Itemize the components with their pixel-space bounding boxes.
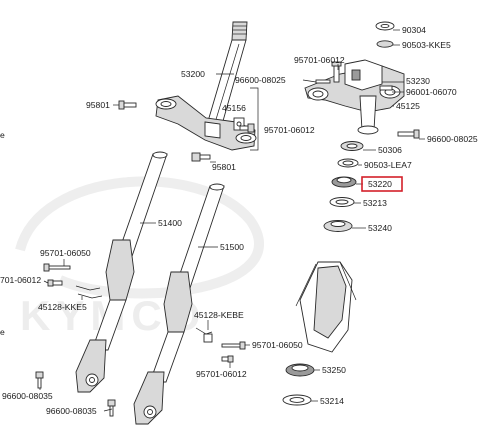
label-96600-08025-right: 96600-08025 xyxy=(427,134,478,144)
race-53213 xyxy=(329,197,355,207)
label-45128-kebe: 45128-KEBE xyxy=(194,310,244,320)
race-53214 xyxy=(282,394,312,406)
label-53250: 53250 xyxy=(322,365,346,375)
edge-fragment-bottom: e xyxy=(0,327,5,337)
fork-leg-51500 xyxy=(133,183,225,425)
label-53200: 53200 xyxy=(181,69,205,79)
clip-45128-kebe xyxy=(195,327,213,343)
leader-lines xyxy=(39,29,425,412)
label-45128-kke5: 45128-KKE5 xyxy=(38,302,87,312)
nut-50306 xyxy=(340,141,364,151)
bolt-95801-top xyxy=(118,100,137,110)
race-53240 xyxy=(323,220,353,232)
label-95701-06012-bottom: 95701-06012 xyxy=(196,369,247,379)
bolt-95701-06050-left xyxy=(43,263,71,272)
washer-90304 xyxy=(375,21,395,31)
bolt-96600-08035-b xyxy=(107,399,116,417)
label-53214: 53214 xyxy=(320,396,344,406)
label-53240: 53240 xyxy=(368,223,392,233)
label-45125: 45125 xyxy=(396,101,420,111)
washer-90503-kke5 xyxy=(376,40,394,48)
label-96600-08035-b: 96600-08035 xyxy=(46,406,97,416)
part-labels: 90304 90503-KKE5 95701-06012 53200 96600… xyxy=(0,25,478,416)
steering-stem-53200 xyxy=(155,21,257,151)
label-51500: 51500 xyxy=(220,242,244,252)
bolt-96600-08025-top xyxy=(315,79,331,84)
label-95801-top: 95801 xyxy=(86,100,110,110)
bolt-95701-06050-right xyxy=(221,341,246,350)
bolt-95801-mid xyxy=(191,152,211,162)
label-95701-06012-top: 95701-06012 xyxy=(294,55,345,65)
label-95701-06050-right: 95701-06050 xyxy=(252,340,303,350)
bolt-96600-08025-right xyxy=(397,129,420,139)
bracket-45156 xyxy=(233,117,245,131)
label-45156: 45156 xyxy=(222,103,246,113)
highlight-box-53220 xyxy=(361,176,403,192)
label-96600-08025-top: 96600-08025 xyxy=(235,75,286,85)
bolt-95701-06012-mid xyxy=(239,123,255,133)
label-95801-mid: 95801 xyxy=(212,162,236,172)
bolt-96600-08035-a xyxy=(35,371,44,389)
clip-45128-kke5 xyxy=(75,285,103,299)
bearing-53220 xyxy=(331,176,357,188)
label-95701-06012-mid: 95701-06012 xyxy=(264,125,315,135)
label-50306: 50306 xyxy=(378,145,402,155)
edge-fragment-top: e xyxy=(0,130,5,140)
label-95701-06012-left: 701-06012 xyxy=(0,275,41,285)
label-96600-08035-a: 96600-08035 xyxy=(2,391,53,401)
bearing-53250 xyxy=(285,363,315,377)
label-53220: 53220 xyxy=(368,179,392,189)
bolt-96001-06070 xyxy=(379,85,393,91)
label-51400: 51400 xyxy=(158,218,182,228)
label-90503-kke5: 90503-KKE5 xyxy=(402,40,451,50)
washer-90503-lea7 xyxy=(337,158,359,168)
label-53213: 53213 xyxy=(363,198,387,208)
fork-leg-51400 xyxy=(75,151,168,393)
label-90304: 90304 xyxy=(402,25,426,35)
frame-head xyxy=(295,261,357,353)
bolt-95701-06012-bottom xyxy=(221,355,234,363)
bolt-95701-06012-top xyxy=(331,61,342,83)
bolt-95701-06012-left xyxy=(47,279,63,287)
label-90503-lea7: 90503-LEA7 xyxy=(364,160,412,170)
label-96001-06070: 96001-06070 xyxy=(406,87,457,97)
upper-bridge-53230 xyxy=(304,59,405,135)
label-53230: 53230 xyxy=(406,76,430,86)
label-95701-06050-left: 95701-06050 xyxy=(40,248,91,258)
